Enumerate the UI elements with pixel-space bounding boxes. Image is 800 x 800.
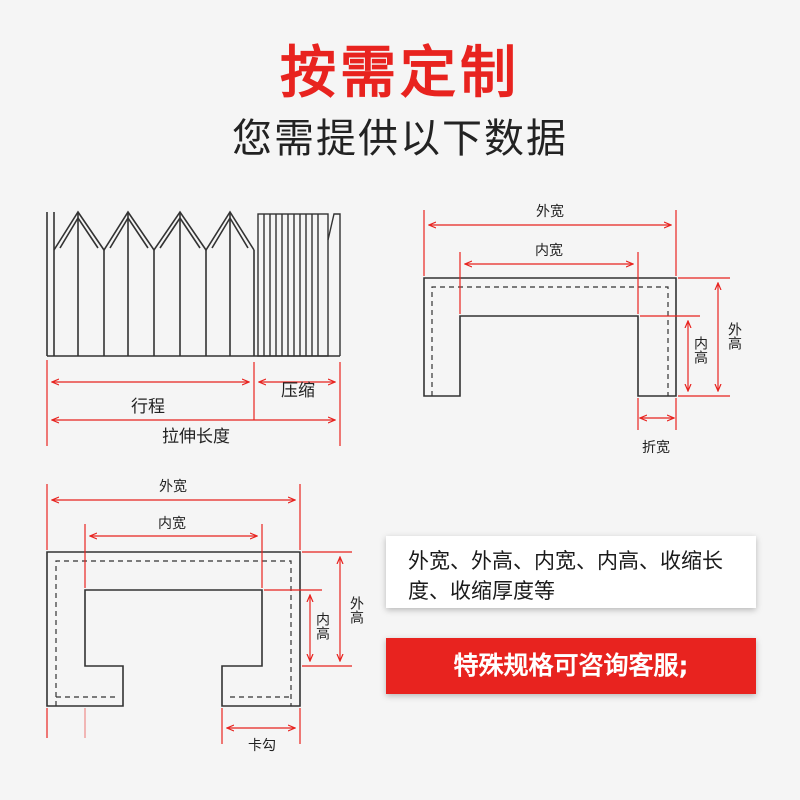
clip-profile-dimension-lines: [46, 484, 352, 744]
clip-profile-outline: [46, 551, 301, 707]
info-panel-text: 外宽、外高、内宽、内高、收缩长度、收缩厚度等: [408, 549, 723, 603]
travel-label: 行程: [131, 397, 165, 417]
u-fold-width-label: 折宽: [642, 439, 670, 456]
compressed-label: 压缩: [281, 381, 315, 401]
clip-profile-dashed-inner: [55, 560, 292, 706]
info-panel: 外宽、外高、内宽、内高、收缩长度、收缩厚度等: [386, 536, 756, 608]
bellows-compressed-section: [257, 213, 341, 357]
clip-hook-label: 卡勾: [248, 738, 276, 754]
extended-length-label: 拉伸长度: [162, 427, 230, 447]
clip-outer-width-label: 外宽: [159, 478, 187, 495]
u-inner-width-label: 内宽: [535, 242, 563, 259]
u-profile-dashed-inner: [431, 286, 669, 396]
u-outer-height-label: 外高: [726, 322, 742, 350]
clip-profile-diagram: 外宽 内宽 外高 内高 卡勾: [46, 478, 364, 754]
u-outer-width-label: 外宽: [536, 203, 564, 220]
u-profile-diagram: 外宽 内宽 外高 内高 折宽: [423, 203, 742, 456]
contact-bar: 特殊规格可咨询客服;: [386, 638, 756, 694]
clip-outer-height-label: 外高: [348, 596, 364, 624]
bellows-diagram: 行程 压缩 拉伸长度: [46, 210, 341, 447]
clip-inner-width-label: 内宽: [158, 515, 186, 532]
u-profile-dimension-lines: [423, 210, 730, 430]
clip-inner-height-label: 内高: [314, 612, 330, 640]
bellows-dimension-lines: [46, 360, 341, 446]
u-profile-outline: [423, 277, 677, 397]
bellows-extended-section: [46, 210, 340, 357]
page-title: 按需定制: [280, 41, 520, 106]
page-subtitle: 您需提供以下数据: [232, 116, 568, 162]
u-inner-height-label: 内高: [692, 336, 708, 364]
contact-bar-text: 特殊规格可咨询客服;: [453, 651, 689, 680]
